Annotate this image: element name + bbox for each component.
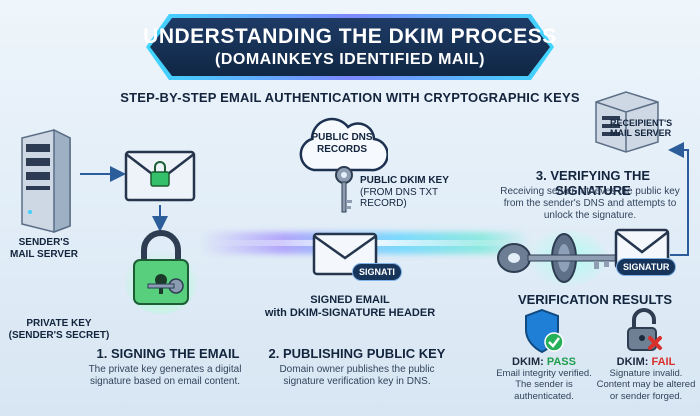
subtitle: STEP-BY-STEP EMAIL AUTHENTICATION WITH C… bbox=[120, 90, 580, 105]
dkim-fail-desc-line1: Signature invalid. bbox=[609, 368, 683, 379]
dkim-pass-label: DKIM: PASS bbox=[496, 356, 592, 368]
sender-server-label-line1: SENDER'S bbox=[18, 237, 70, 248]
padlock-private-key-icon bbox=[125, 230, 197, 314]
step2-title: 2. PUBLISHING PUBLIC KEY bbox=[268, 346, 446, 361]
private-key-label-line2: (SENDER'S SECRET) bbox=[8, 329, 110, 341]
dkim-fail-word: FAIL bbox=[651, 356, 676, 368]
private-key-label-line1: PRIVATE KEY bbox=[26, 318, 92, 329]
dns-cloud-label: PUBLIC DNS RECORDS bbox=[300, 132, 384, 155]
step1-desc-line2: signature based on email content. bbox=[89, 376, 241, 387]
recipient-server-label-line1: RECEIPIENT'S bbox=[610, 118, 673, 128]
verification-key-icon bbox=[497, 230, 617, 286]
step2-desc-line1: Domain owner publishes the public bbox=[279, 364, 435, 375]
recipient-signature-badge: SIGNATUR bbox=[616, 258, 677, 276]
step2-desc-line2: signature verification key in DNS. bbox=[283, 376, 431, 387]
signed-email-label: SIGNED EMAIL with DKIM-SIGNATURE HEADER bbox=[260, 294, 440, 319]
sender-server-label: SENDER'S MAIL SERVER bbox=[4, 237, 84, 260]
dkim-pass-word: PASS bbox=[546, 356, 576, 368]
private-key-label: PRIVATE KEY (SENDER'S SECRET) bbox=[4, 318, 114, 341]
dns-cloud-label-line2: RECORDS bbox=[316, 143, 367, 155]
signed-email-label-line1: SIGNED EMAIL bbox=[310, 294, 390, 306]
locked-envelope-icon bbox=[124, 150, 196, 202]
dkim-pass-desc-line2: The sender is bbox=[515, 379, 573, 391]
dkim-fail-desc-line2: Content may be altered bbox=[596, 379, 696, 391]
public-key-icon bbox=[335, 166, 353, 213]
verification-results-heading: VERIFICATION RESULTS bbox=[517, 292, 673, 307]
dkim-pass-desc-line3: authenticated. bbox=[514, 390, 574, 402]
step3-desc: Receiving server retrieves the public ke… bbox=[484, 186, 696, 222]
dkim-pass-desc-line1: Email integrity verified. bbox=[496, 368, 592, 379]
public-dkim-key-label-line2: (FROM DNS TXT RECORD) bbox=[360, 186, 438, 210]
dkim-fail-label: DKIM: FAIL bbox=[598, 356, 694, 368]
step2-desc: Domain owner publishes the public signat… bbox=[262, 364, 452, 388]
step1-title: 1. SIGNING THE EMAIL bbox=[96, 346, 240, 361]
step3-desc-line1: Receiving server retrieves the public ke… bbox=[500, 186, 680, 197]
title-line-1: UNDERSTANDING THE DKIM PROCESS bbox=[143, 25, 557, 48]
sender-server-label-line2: MAIL SERVER bbox=[10, 248, 78, 260]
dkim-fail-desc: Signature invalid. Content may be altere… bbox=[592, 368, 700, 402]
recipient-server-label-line2: MAIL SERVER bbox=[610, 128, 672, 139]
signed-email-label-line2: with DKIM-SIGNATURE HEADER bbox=[264, 306, 436, 319]
title-line-2: (DOMAINKEYS IDENTIFIED MAIL) bbox=[215, 51, 485, 68]
pass-shield-icon bbox=[525, 308, 564, 354]
step1-desc: The private key generates a digital sign… bbox=[70, 364, 260, 388]
dns-cloud-label-line1: PUBLIC DNS bbox=[311, 132, 373, 143]
arrow-recipient-loop bbox=[668, 142, 689, 256]
dkim-pass-desc: Email integrity verified. The sender is … bbox=[488, 368, 600, 402]
sender-server-icon bbox=[21, 128, 71, 233]
dns-cloud-icon bbox=[299, 117, 388, 172]
recipient-server-label: RECEIPIENT'S MAIL SERVER bbox=[610, 118, 690, 139]
step1-desc-line1: The private key generates a digital bbox=[88, 364, 242, 375]
public-dkim-key-label: PUBLIC DKIM KEY (FROM DNS TXT RECORD) bbox=[360, 175, 480, 210]
recipient-server-icon bbox=[595, 91, 659, 153]
step3-desc-line3: unlock the signature. bbox=[543, 210, 637, 221]
fail-lock-icon bbox=[627, 308, 662, 351]
dkim-pass-prefix: DKIM: bbox=[512, 356, 547, 368]
signature-badge: SIGNATI bbox=[352, 263, 402, 281]
dkim-fail-desc-line3: or sender forged. bbox=[609, 390, 683, 402]
step3-title: 3. VERIFYING THE SIGNATURE bbox=[535, 168, 651, 198]
title-banner bbox=[150, 18, 550, 76]
public-dkim-key-label-line1: PUBLIC DKIM KEY bbox=[360, 175, 449, 186]
step3-desc-line2: from the sender's DNS and attempts to bbox=[503, 198, 677, 209]
dkim-fail-prefix: DKIM: bbox=[616, 356, 652, 368]
